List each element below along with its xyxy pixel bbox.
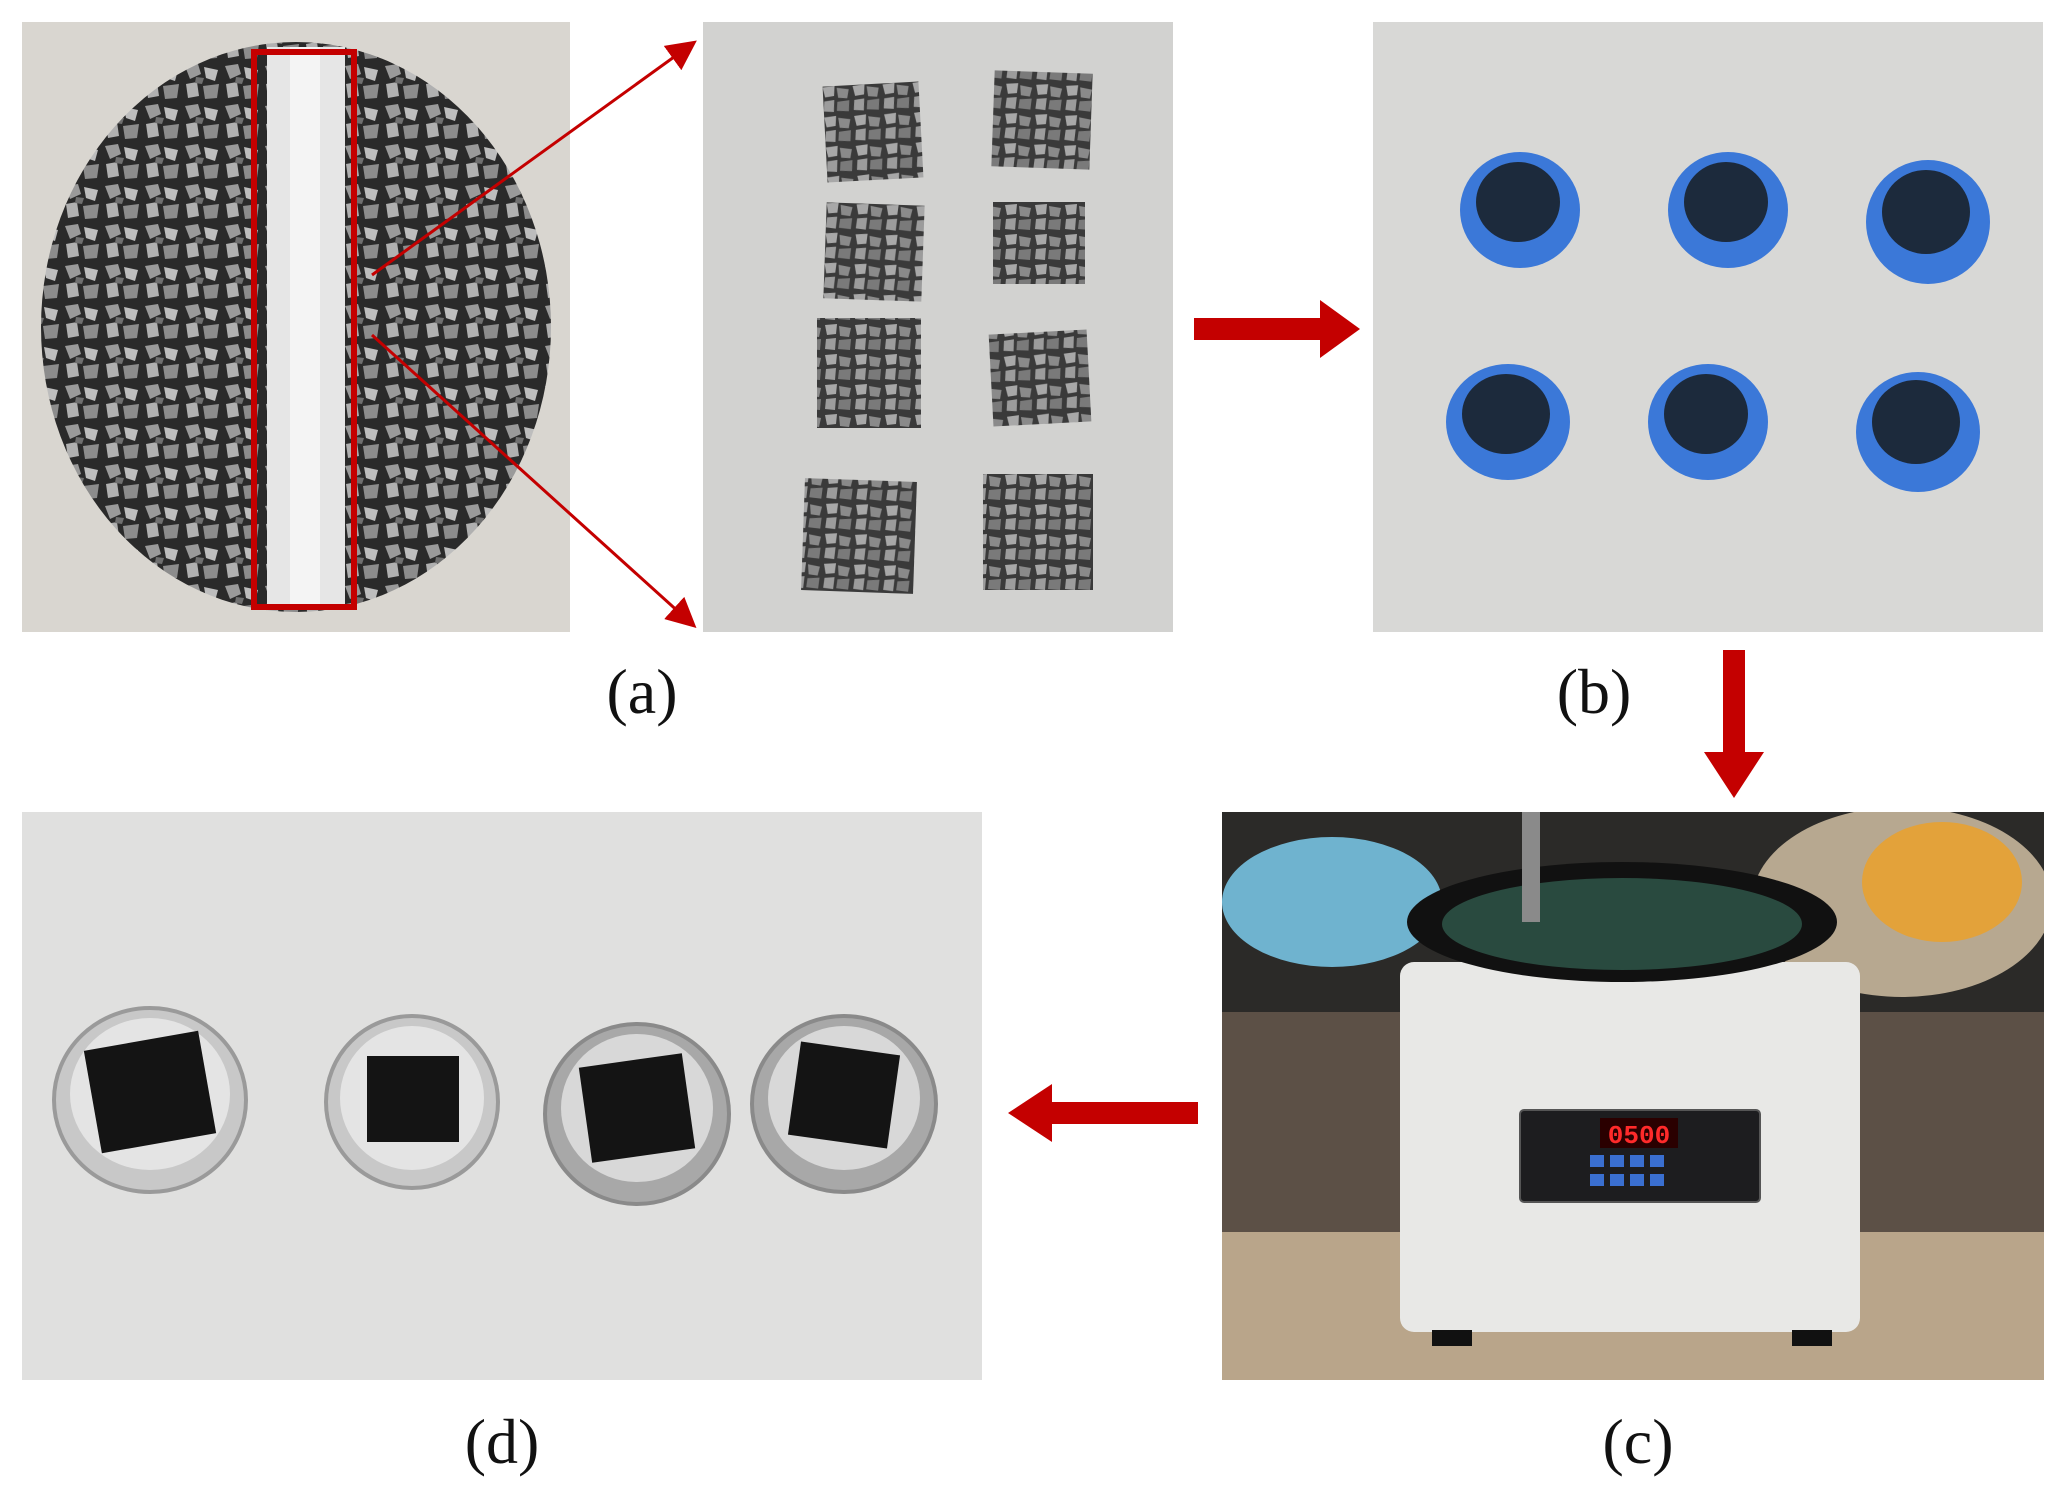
blue-mold bbox=[1446, 364, 1570, 480]
polished-specimen bbox=[52, 1006, 248, 1194]
cube-sample bbox=[817, 318, 921, 428]
caption-d: (d) bbox=[464, 1406, 540, 1477]
slice-highlight-box bbox=[251, 49, 357, 610]
blue-mold bbox=[1648, 364, 1768, 480]
zoom-line-bottom bbox=[370, 333, 697, 629]
zoom-line-top bbox=[371, 40, 697, 277]
panel-c-photo: 0500 bbox=[1222, 812, 2044, 1380]
panel-d-photo bbox=[22, 812, 982, 1380]
cube-sample bbox=[983, 474, 1093, 590]
display-reading: 0500 bbox=[1608, 1121, 1670, 1151]
panel-b-photo bbox=[1373, 22, 2043, 632]
polished-specimen bbox=[543, 1022, 731, 1206]
caption-a: (a) bbox=[606, 656, 678, 727]
arrow-left-icon bbox=[1008, 1084, 1198, 1142]
cube-sample bbox=[822, 81, 924, 183]
panel-a-specimen-photo bbox=[22, 22, 570, 632]
cube-sample bbox=[991, 70, 1093, 170]
blue-mold bbox=[1668, 152, 1788, 268]
cube-sample bbox=[993, 202, 1085, 284]
polished-specimen bbox=[324, 1014, 500, 1190]
cube-sample bbox=[988, 329, 1092, 427]
caption-c: (c) bbox=[1602, 1406, 1674, 1477]
blue-mold bbox=[1866, 160, 1990, 284]
arrow-right-icon bbox=[1194, 300, 1360, 358]
blue-mold bbox=[1460, 152, 1580, 268]
caption-b: (b) bbox=[1556, 656, 1632, 727]
arrow-down-icon bbox=[1704, 650, 1764, 798]
cube-sample bbox=[801, 478, 917, 594]
blue-mold bbox=[1856, 372, 1980, 492]
panel-a-cubes-photo bbox=[703, 22, 1173, 632]
polished-specimen bbox=[750, 1014, 938, 1194]
cube-sample bbox=[823, 202, 925, 302]
